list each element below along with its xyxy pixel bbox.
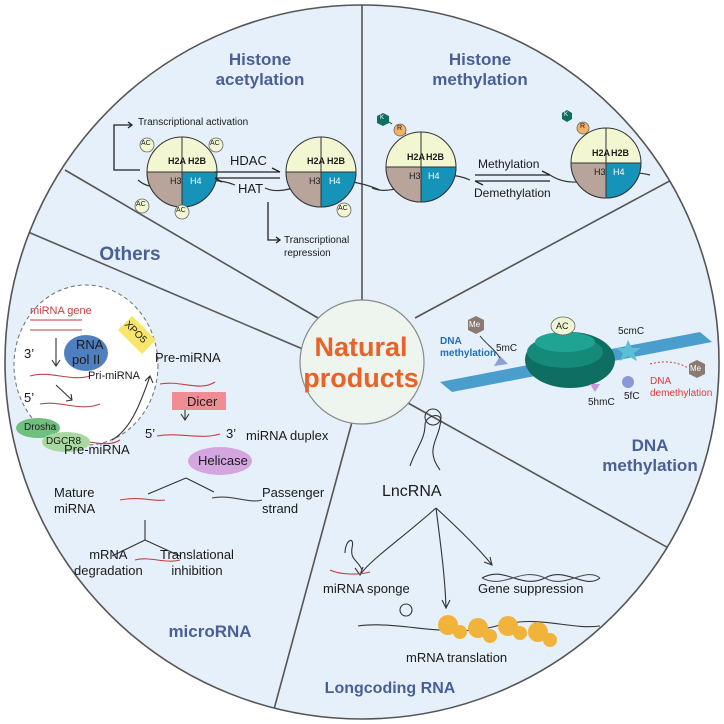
label-pri-mirna: Pri-miRNA [88, 370, 140, 382]
label-pre-mirna-1: Pre-miRNA [64, 442, 130, 457]
dna-methylation-graphic [440, 316, 712, 392]
label-5cmc: 5cmC [618, 326, 645, 337]
label-helicase: Helicase [198, 453, 248, 468]
label-3-prime-2: 3’ [226, 426, 237, 441]
label-r-1: R [397, 125, 403, 132]
label-mirna-duplex: miRNA duplex [246, 428, 329, 443]
ribosomes [438, 615, 557, 647]
label-5mc: 5mC [496, 343, 518, 354]
label-lncrna: LncRNA [382, 483, 442, 500]
label-drosha: Drosha [24, 422, 57, 433]
label-methylation: Methylation [478, 157, 540, 171]
label-ac-dna: AC [556, 321, 569, 331]
label-h2a-3: H2A [407, 152, 426, 162]
section-dividers [5, 5, 691, 719]
lncrna-graphic [329, 408, 601, 632]
dgcr8-shape [42, 432, 90, 452]
label-me-1: Me [469, 320, 481, 329]
drosha-shape [16, 418, 60, 438]
label-5-prime-2: 5’ [145, 426, 156, 441]
label-h4-3: H4 [428, 171, 440, 181]
label-h2b-4: H2B [611, 148, 630, 158]
label-k-2: K [564, 112, 569, 118]
label-5-prime: 5’ [24, 390, 35, 405]
label-mrna-translation: mRNA translation [406, 650, 508, 665]
center-label: Natural products [303, 331, 419, 393]
label-k-1: K [380, 115, 385, 121]
section-title-others: Others [99, 244, 161, 265]
label-ac-1: AC [141, 140, 151, 147]
label-pol-ii: pol II [72, 352, 101, 367]
methylation-arrows [474, 170, 551, 186]
label-mrna-degradation: mRNA degradation [74, 547, 143, 578]
acetylation-nucleosome-right [264, 136, 381, 218]
label-h4-1: H4 [190, 176, 202, 186]
label-3-prime: 3’ [24, 346, 35, 361]
label-dicer: Dicer [187, 394, 218, 409]
label-h4-2: H4 [329, 176, 341, 186]
label-ac-5: AC [338, 205, 348, 212]
label-h2a-4: H2A [592, 148, 611, 158]
label-h4-4: H4 [613, 167, 625, 177]
label-ac-3: AC [136, 201, 146, 208]
methylation-nucleosome-right [549, 110, 651, 199]
center-circle [299, 299, 425, 425]
label-me-2: Me [690, 364, 702, 373]
label-mirna-gene: miRNA gene [30, 305, 92, 317]
label-h3-1: H3 [170, 176, 182, 186]
label-dgcr8: DGCR8 [46, 436, 82, 447]
label-translational-inhibition: Translational inhibition [160, 547, 234, 578]
label-transcriptional-repression: Transcriptional repression [284, 235, 350, 259]
label-h3-4: H3 [594, 167, 606, 177]
label-ac-4: AC [176, 207, 186, 214]
acetylation-arrows [113, 121, 282, 244]
label-h2a-2: H2A [307, 156, 326, 166]
label-5fc: 5fC [624, 391, 640, 402]
section-title-longcoding-rna: Longcoding RNA [324, 680, 456, 697]
label-mirna-sponge: miRNA sponge [323, 581, 410, 596]
xpo5-shape [117, 315, 157, 355]
label-dna-demethylation: DNA demethylation [650, 376, 713, 399]
mirna-graphic [29, 319, 263, 562]
section-title-microrna: microRNA [168, 622, 252, 641]
label-5hmc: 5hmC [588, 397, 615, 408]
label-r-2: R [580, 123, 586, 130]
label-h3-3: H3 [409, 171, 421, 181]
label-h2b-2: H2B [327, 156, 346, 166]
section-title-histone-acetylation: Histone acetylation [215, 50, 305, 89]
label-hat: HAT [238, 181, 264, 196]
label-h2b-1: H2B [188, 156, 207, 166]
label-demethylation: Demethylation [474, 186, 551, 200]
label-ac-2: AC [210, 140, 220, 147]
label-rna: RNA [76, 337, 104, 352]
label-mature-mirna: Mature miRNA [54, 485, 96, 516]
methylation-nucleosome-left [371, 113, 471, 203]
label-gene-suppression: Gene suppression [478, 581, 584, 596]
rna-pol-ii-shape [64, 335, 108, 371]
label-transcriptional-activation: Transcriptional activation [138, 117, 249, 128]
helicase-shape [188, 447, 252, 475]
label-h3-2: H3 [309, 176, 321, 186]
mirna-arrows [51, 338, 215, 557]
label-pre-mirna-2: Pre-miRNA [155, 350, 221, 365]
acetylation-nucleosome-left [134, 136, 236, 220]
section-title-histone-methylation: Histone methylation [432, 50, 528, 89]
label-hdac: HDAC [230, 153, 267, 168]
label-h2a-1: H2A [168, 156, 187, 166]
label-dna-methylation-process: DNA methylation [440, 336, 497, 359]
label-h2b-3: H2B [426, 152, 445, 162]
section-title-dna-methylation: DNA methylation [602, 436, 698, 475]
dicer-shape [172, 392, 226, 410]
label-passenger-strand: Passenger strand [262, 485, 325, 516]
